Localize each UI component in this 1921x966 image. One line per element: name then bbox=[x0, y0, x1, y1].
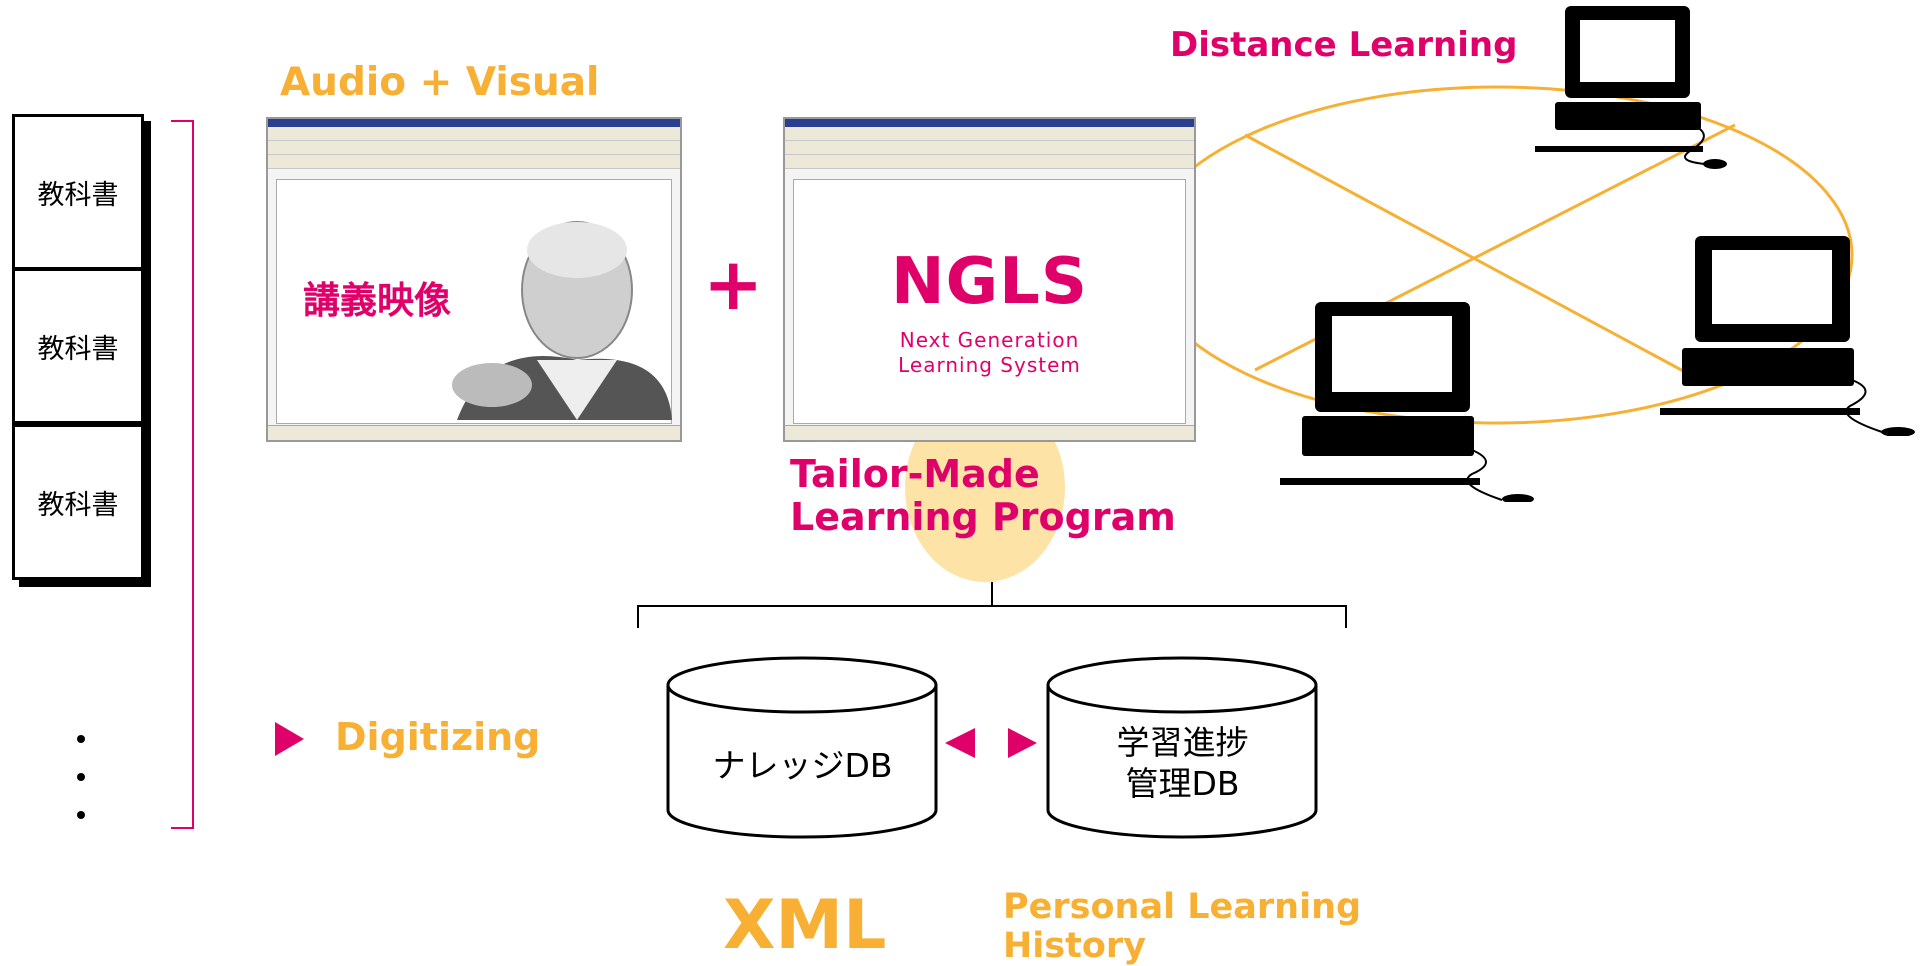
xml-label: XML bbox=[723, 886, 887, 965]
digitizing-arrow-icon bbox=[275, 722, 304, 756]
toolbar bbox=[268, 155, 680, 169]
ngls-logo: NGLS bbox=[891, 245, 1088, 319]
ellipsis-dot bbox=[77, 773, 85, 781]
ngls-subtitle-line1: Next Generation bbox=[899, 328, 1080, 352]
computer-icon bbox=[1660, 236, 1915, 436]
textbook-card-3: 教科書 bbox=[12, 424, 144, 580]
personal-history-line2: History bbox=[1003, 926, 1146, 966]
tailor-made-label: Tailor-Made Learning Program bbox=[790, 453, 1176, 539]
toolbar bbox=[785, 155, 1194, 169]
textbook-label: 教科書 bbox=[37, 333, 119, 365]
textbook-label: 教科書 bbox=[37, 489, 119, 521]
personal-history-label: Personal Learning History bbox=[1003, 888, 1361, 966]
computer-icon bbox=[1280, 302, 1534, 502]
video-caption: 講義映像 bbox=[303, 279, 451, 322]
textbook-card-2: 教科書 bbox=[12, 268, 144, 424]
address-bar bbox=[268, 141, 680, 155]
textbook-bracket bbox=[171, 120, 194, 829]
tailor-made-line1: Tailor-Made bbox=[790, 452, 1040, 496]
video-content: 講義映像 bbox=[276, 179, 672, 424]
ngls-subtitle-line2: Learning System bbox=[898, 353, 1081, 377]
computer-icon bbox=[1535, 6, 1727, 169]
address-bar bbox=[785, 141, 1194, 155]
menu-bar bbox=[268, 127, 680, 141]
plus-sign: + bbox=[703, 242, 764, 326]
lecture-video-window: 講義映像 bbox=[266, 117, 682, 442]
tailor-made-line2: Learning Program bbox=[790, 495, 1176, 539]
progress-db-label: 学習進捗 管理DB bbox=[1045, 722, 1320, 805]
ngls-window: NGLS Next Generation Learning System bbox=[783, 117, 1196, 442]
digitizing-label: Digitizing bbox=[335, 715, 541, 759]
tree-branch bbox=[637, 605, 1347, 628]
audio-visual-label: Audio + Visual bbox=[280, 60, 600, 105]
sync-arrow-left-icon bbox=[945, 728, 975, 758]
window-titlebar bbox=[268, 119, 680, 127]
status-bar bbox=[785, 425, 1194, 440]
menu-bar bbox=[785, 127, 1194, 141]
knowledge-db-label: ナレッジDB bbox=[712, 746, 893, 785]
textbook-label: 教科書 bbox=[37, 179, 119, 211]
progress-db-cylinder bbox=[1046, 656, 1318, 839]
knowledge-db-cylinder bbox=[666, 656, 938, 839]
ngls-content: NGLS Next Generation Learning System bbox=[793, 179, 1186, 424]
ngls-subtitle: Next Generation Learning System bbox=[794, 328, 1185, 378]
personal-history-line1: Personal Learning bbox=[1003, 887, 1362, 927]
status-bar bbox=[268, 425, 680, 440]
lecturer-photo bbox=[452, 221, 672, 420]
progress-db-line1: 学習進捗 bbox=[1116, 723, 1249, 762]
textbook-card-1: 教科書 bbox=[12, 114, 144, 270]
progress-db-line2: 管理DB bbox=[1125, 764, 1240, 804]
distance-learning-label: Distance Learning bbox=[1170, 25, 1518, 65]
ellipsis-dot bbox=[77, 811, 85, 819]
ellipsis-dot bbox=[77, 735, 85, 743]
window-titlebar bbox=[785, 119, 1194, 127]
sync-arrow-right-icon bbox=[1008, 728, 1037, 758]
